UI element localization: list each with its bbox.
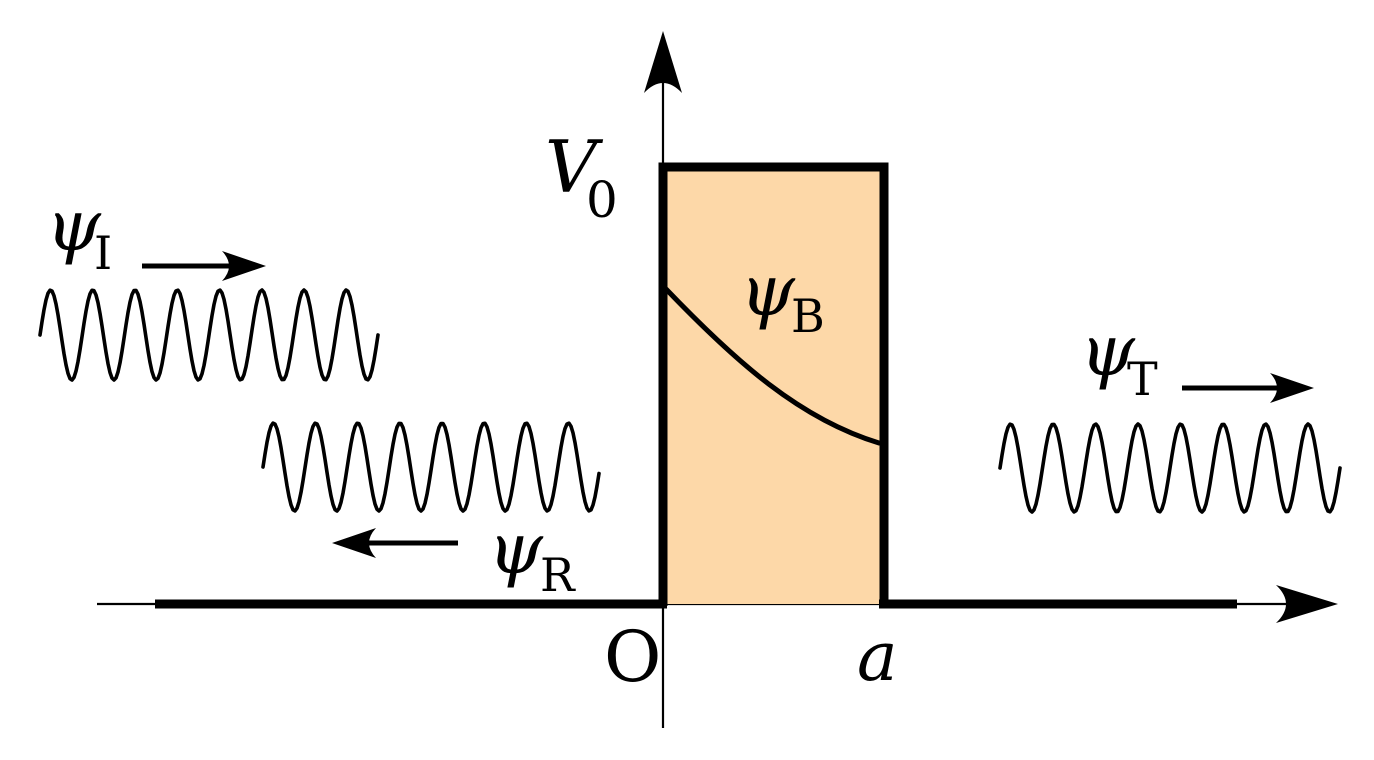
incident-wave <box>38 288 380 382</box>
reflected-psi-subscript: R <box>540 548 576 602</box>
x-axis-arrowhead <box>1276 585 1338 623</box>
transmitted-psi-subscript: T <box>1127 352 1158 406</box>
transmitted-psi: ψ <box>1080 310 1136 392</box>
barrier-psi: ψ <box>740 250 796 332</box>
transmitted-wave-label: ψ T <box>1080 310 1158 406</box>
incident-psi: ψ <box>46 185 102 267</box>
reflected-direction-arrow <box>332 528 458 558</box>
transmitted-wave <box>998 422 1342 514</box>
transmitted-direction-arrow <box>1182 373 1314 403</box>
potential-height-subscript: 0 <box>586 171 618 229</box>
barrier-width-label: a <box>857 618 898 697</box>
incident-wave-label: ψ I <box>46 185 112 280</box>
y-axis-arrowhead <box>644 31 682 93</box>
barrier-psi-subscript: B <box>791 289 825 343</box>
reflected-wave-label: ψ R <box>488 508 576 602</box>
reflected-psi: ψ <box>488 508 544 590</box>
reflected-wave <box>261 421 601 513</box>
incident-direction-arrow <box>142 251 266 281</box>
incident-arrow-head-icon <box>222 251 266 281</box>
incident-psi-subscript: I <box>94 226 112 280</box>
barrier-decay-curve <box>663 286 882 446</box>
potential-height-label: V 0 <box>545 125 618 229</box>
reflected-arrow-head-icon <box>332 528 376 558</box>
transmitted-arrow-head-icon <box>1270 373 1314 403</box>
origin-label: O <box>604 616 661 698</box>
potential-height-V: V <box>545 125 604 209</box>
barrier-wave-label: ψ B <box>740 250 825 343</box>
